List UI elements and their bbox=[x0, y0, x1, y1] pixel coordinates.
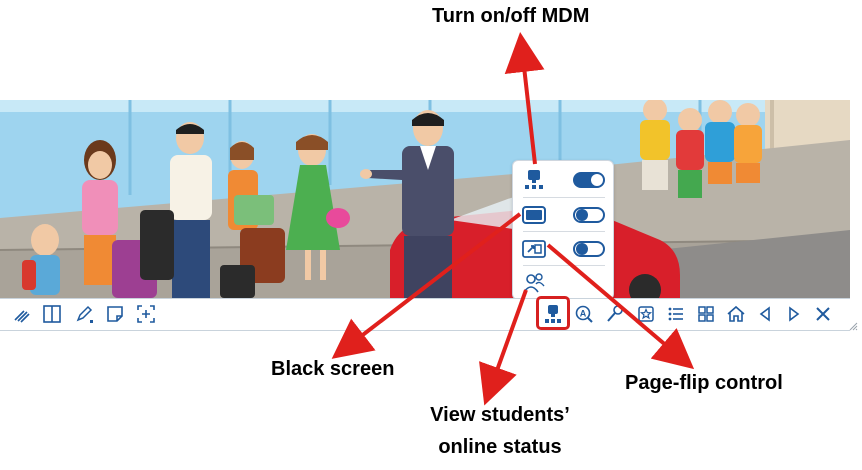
black-screen-toggle[interactable] bbox=[573, 207, 605, 223]
students-online-icon[interactable] bbox=[521, 271, 547, 295]
panel-divider bbox=[523, 197, 605, 198]
callout-online-status-line2: online status bbox=[438, 436, 562, 458]
mdm-toggle[interactable] bbox=[573, 172, 605, 188]
mdm-button-highlight bbox=[536, 296, 570, 330]
callout-page-flip-control: Page-flip control bbox=[625, 372, 783, 394]
toggle-knob bbox=[591, 174, 603, 186]
previous-page-icon[interactable] bbox=[753, 303, 777, 325]
callout-black-screen: Black screen bbox=[271, 358, 395, 380]
close-icon[interactable] bbox=[811, 303, 835, 325]
mdm-icon[interactable] bbox=[521, 168, 547, 192]
mdm-control-panel bbox=[512, 160, 614, 300]
home-icon[interactable] bbox=[724, 303, 748, 325]
tools-icon[interactable] bbox=[603, 303, 627, 325]
students-online-row bbox=[513, 266, 613, 300]
toggle-knob bbox=[576, 243, 588, 255]
highlighter-icon[interactable] bbox=[72, 303, 96, 325]
search-text-icon[interactable]: A bbox=[572, 303, 596, 325]
eraser-pen-icon[interactable] bbox=[10, 303, 34, 325]
list-icon[interactable] bbox=[664, 303, 688, 325]
svg-text:A: A bbox=[580, 309, 587, 319]
ebook-page-illustration bbox=[0, 100, 850, 298]
callout-turn-on-off-mdm: Turn on/off MDM bbox=[432, 5, 590, 27]
toggle-knob bbox=[576, 209, 588, 221]
sticky-note-icon[interactable] bbox=[103, 303, 127, 325]
black-screen-icon[interactable] bbox=[521, 203, 547, 227]
callout-online-status-line1: View students’ bbox=[430, 404, 570, 426]
page-flip-icon[interactable] bbox=[521, 237, 547, 261]
split-view-icon[interactable] bbox=[40, 303, 64, 325]
bookmark-star-icon[interactable] bbox=[634, 303, 658, 325]
panel-divider bbox=[523, 231, 605, 232]
next-page-icon[interactable] bbox=[782, 303, 806, 325]
mdm-row bbox=[513, 163, 613, 197]
ebook-toolbar: A bbox=[0, 298, 850, 331]
resize-grip-icon[interactable] bbox=[848, 318, 858, 331]
zoom-region-icon[interactable] bbox=[134, 303, 158, 325]
page-flip-row bbox=[513, 232, 613, 266]
grid-icon[interactable] bbox=[694, 303, 718, 325]
page-flip-toggle[interactable] bbox=[573, 241, 605, 257]
black-screen-row bbox=[513, 198, 613, 232]
